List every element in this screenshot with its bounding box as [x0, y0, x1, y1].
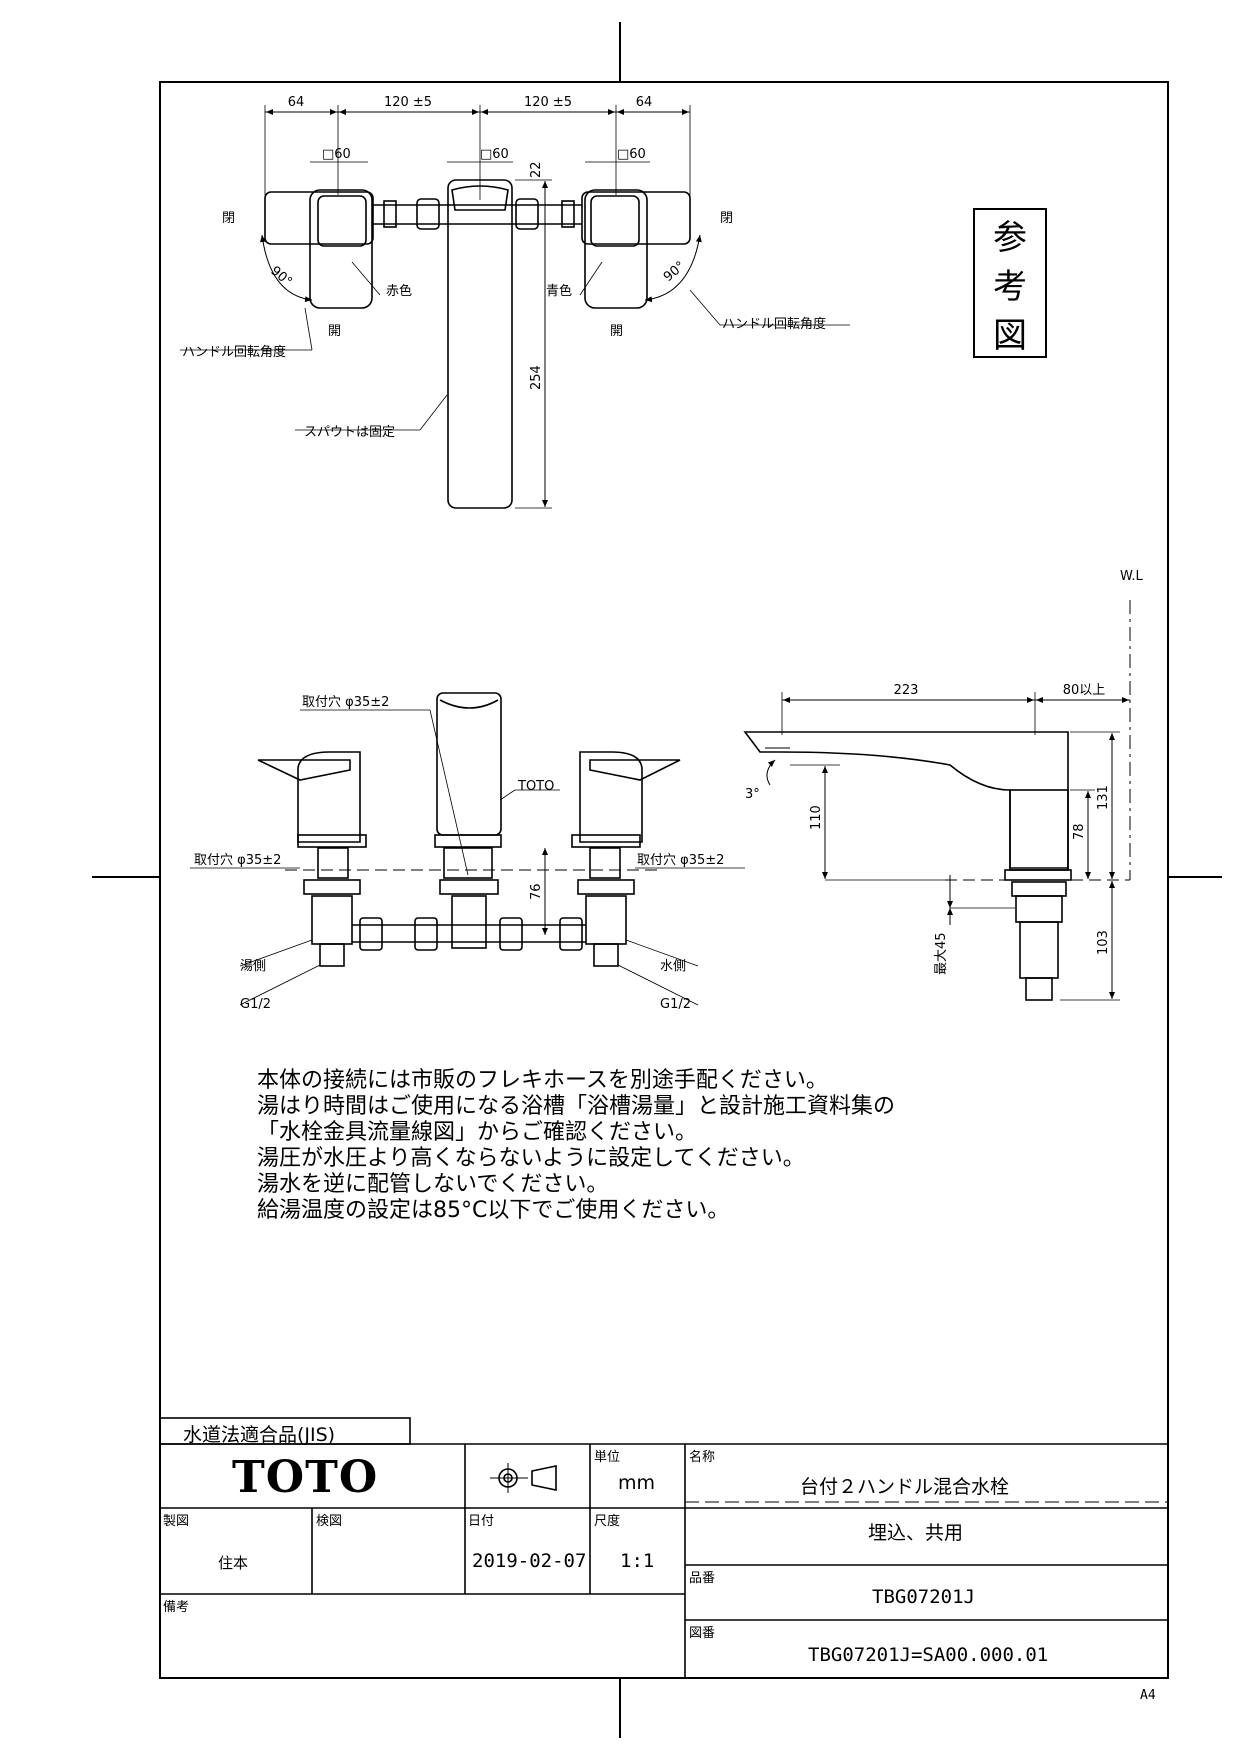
label-red: 赤色: [386, 283, 412, 299]
unit-label: 単位: [594, 1450, 621, 1465]
dim-76: 76: [529, 883, 544, 900]
dim-22: 22: [529, 161, 544, 178]
hot-side: 湯側: [240, 959, 266, 974]
square-60-right: □60: [617, 147, 646, 162]
drawn-label: 製図: [163, 1514, 190, 1529]
reference-char-3: 図: [993, 316, 1027, 356]
square-60-center: □60: [480, 147, 509, 162]
label-blue: 青色: [546, 283, 572, 299]
mount-hole-center: 取付穴 φ35±2: [302, 695, 389, 710]
cold-side: 水側: [660, 959, 686, 974]
side-view: [743, 600, 1131, 1001]
angle-3: 3°: [745, 787, 760, 802]
title-block: [159, 1417, 1168, 1678]
front-view: [190, 692, 745, 1006]
dim-103: 103: [1096, 930, 1111, 955]
handle-rotation-left: ハンドル回転角度: [182, 344, 286, 360]
drawing-number: TBG07201J=SA00.000.01: [808, 1644, 1049, 1666]
water-level: W.L: [1120, 569, 1143, 584]
reference-drawing-mark: 参 考 図: [973, 208, 1047, 358]
angle-90-left: 90°: [267, 264, 294, 290]
top-view: [180, 105, 850, 509]
dim-120-right: 120 ±5: [524, 95, 572, 110]
part-label: 品番: [689, 1571, 716, 1586]
handle-rotation-right: ハンドル回転角度: [722, 316, 826, 332]
note-line: 湯圧が水圧より高くならないように設定してください。: [257, 1146, 805, 1171]
compliance-label: 水道法適合品(JIS): [183, 1424, 336, 1446]
label-open-left: 開: [328, 324, 341, 339]
dim-120-left: 120 ±5: [384, 95, 432, 110]
dim-110: 110: [809, 805, 824, 830]
thread-right: G1/2: [660, 997, 691, 1012]
reference-char-2: 考: [993, 267, 1027, 307]
dim-78: 78: [1072, 823, 1087, 840]
product-subname: 埋込、共用: [868, 1522, 964, 1544]
scale-value: 1:1: [620, 1550, 655, 1572]
mount-hole-left: 取付穴 φ35±2: [194, 853, 281, 868]
checked-label: 検図: [316, 1514, 343, 1529]
thread-left: G1/2: [240, 997, 271, 1012]
dim-223: 223: [894, 683, 919, 698]
part-number: TBG07201J: [872, 1586, 975, 1608]
spout-fixed: スパウトは固定: [304, 425, 395, 440]
centering-marks: [92, 22, 1222, 1738]
label-open-right: 開: [610, 324, 623, 339]
angle-90-right: 90°: [661, 259, 688, 285]
label-closed-left: 閉: [222, 211, 235, 226]
date-value: 2019-02-07: [472, 1550, 587, 1572]
mount-hole-right: 取付穴 φ35±2: [637, 853, 724, 868]
label-closed-right: 閉: [720, 211, 733, 226]
notes: 本体の接続には市販のフレキホースを別途手配ください。 湯はり時間はご使用になる浴…: [257, 1068, 895, 1224]
note-line: 「水栓金具流量線図」からご確認ください。: [257, 1120, 698, 1145]
note-line: 湯水を逆に配管しないでください。: [257, 1172, 609, 1197]
drawn-by: 住本: [218, 1554, 249, 1572]
unit-value: mm: [618, 1472, 656, 1494]
toto-mark: TOTO: [517, 779, 554, 794]
reference-char-1: 参: [993, 218, 1027, 258]
date-label: 日付: [468, 1514, 495, 1529]
product-name: 台付２ハンドル混合水栓: [800, 1476, 1010, 1498]
dim-64-left: 64: [288, 95, 305, 110]
remarks-label: 備考: [163, 1600, 190, 1615]
dim-64-right: 64: [636, 95, 653, 110]
toto-logo: TOTO: [232, 1452, 379, 1503]
dim-254: 254: [529, 365, 544, 390]
note-line: 湯はり時間はご使用になる浴槽「浴槽湯量」と設計施工資料集の: [257, 1094, 896, 1119]
paper-size: A4: [1140, 1688, 1156, 1703]
drawing-frame: [159, 81, 1169, 1679]
name-label: 名称: [689, 1450, 716, 1465]
max-45: 最大45: [934, 932, 949, 975]
dim-80: 80以上: [1063, 683, 1106, 698]
note-line: 本体の接続には市販のフレキホースを別途手配ください。: [257, 1068, 828, 1093]
dim-131: 131: [1096, 785, 1111, 810]
drawing-label: 図番: [689, 1626, 716, 1641]
note-line: 給湯温度の設定は85°C以下でご使用ください。: [257, 1198, 730, 1223]
square-60-left: □60: [322, 147, 351, 162]
scale-label: 尺度: [594, 1514, 621, 1529]
